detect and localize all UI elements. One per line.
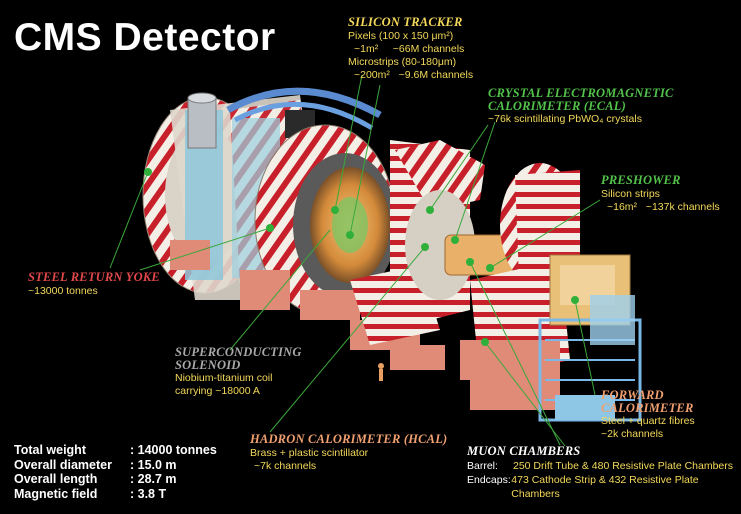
muon-endcaps-value: 473 Cathode Strip & 432 Resistive Plate … (511, 474, 699, 500)
stat-label: Magnetic field (14, 486, 98, 501)
middle-wheel (350, 140, 516, 345)
ecal-desc: ~76k scintillating PbWO₄ crystals (488, 113, 642, 125)
forward-line1: Steel + quartz fibres (601, 415, 695, 427)
muon-endcaps-label: Endcaps: (467, 474, 511, 486)
central-barrel (254, 124, 397, 316)
solenoid-line2: carrying ~18000 A (175, 385, 260, 397)
preshower-line2: ~16m² ~137k channels (607, 201, 720, 213)
solenoid-label: SUPERCONDUCTING SOLENOID Niobium-titaniu… (175, 346, 302, 398)
silicon-tracker-heading: SILICON TRACKER (348, 15, 463, 29)
muon-heading: MUON CHAMBERS (467, 444, 581, 458)
ecal-heading-1: CRYSTAL ELECTROMAGNETIC (488, 86, 674, 100)
stat-label: Total weight (14, 443, 86, 457)
stat-row: Overall diameter : 15.0 m (14, 458, 217, 473)
forward-heading-2: CALORIMETER (601, 401, 694, 415)
ecal-label: CRYSTAL ELECTROMAGNETIC CALORIMETER (ECA… (488, 87, 674, 126)
detector-stats: Total weight : 14000 tonnes Overall diam… (14, 443, 217, 501)
muon-endcaps-row: Endcaps: 473 Cathode Strip & 432 Resisti… (467, 473, 741, 501)
page-title: CMS Detector (14, 16, 276, 59)
muon-barrel-label: Barrel: (467, 460, 498, 472)
solenoid-line1: Niobium-titanium coil (175, 372, 273, 384)
silicon-pixels-stats: ~1m² ~66M channels (354, 43, 465, 55)
stat-value: : 14000 tonnes (130, 443, 217, 457)
muon-chambers-label: MUON CHAMBERS Barrel: 250 Drift Tube & 4… (467, 444, 741, 501)
stat-value: : 15.0 m (130, 457, 177, 472)
preshower-label: PRESHOWER Silicon strips ~16m² ~137k cha… (601, 173, 720, 214)
hcal-line2: ~7k channels (254, 460, 317, 472)
silicon-microstrips: Microstrips (80-180μm) (348, 56, 457, 68)
silicon-microstrips-stats: ~200m² ~9.6M channels (354, 69, 474, 81)
stat-row: Magnetic field : 3.8 T (14, 487, 217, 502)
forward-heading-1: FORWARD (601, 388, 664, 402)
stat-row: Total weight : 14000 tonnes (14, 443, 217, 458)
hcal-line1: Brass + plastic scintillator (250, 447, 369, 459)
forward-calorimeter-platform (538, 254, 642, 422)
silicon-tracker-label: SILICON TRACKER Pixels (100 x 150 μm²) ~… (348, 15, 473, 82)
pointer-dots (144, 168, 579, 346)
preshower-line1: Silicon strips (601, 188, 660, 200)
muon-barrel-row: Barrel: 250 Drift Tube & 480 Resistive P… (467, 459, 741, 473)
person-scale-figure (378, 363, 384, 381)
forward-line2: ~2k channels (601, 428, 664, 440)
hcal-heading: HADRON CALORIMETER (HCAL) (250, 432, 448, 446)
hcal-label: HADRON CALORIMETER (HCAL) Brass + plasti… (250, 432, 447, 473)
yoke-label: STEEL RETURN YOKE ~13000 tonnes (28, 270, 160, 298)
forward-calorimeter-label: FORWARD CALORIMETER Steel + quartz fibre… (601, 389, 695, 441)
silicon-pixels: Pixels (100 x 150 μm²) (348, 30, 454, 42)
solenoid-heading-2: SOLENOID (175, 358, 241, 372)
stat-label: Overall length (14, 472, 98, 486)
stat-value: : 3.8 T (130, 486, 167, 501)
pointer-lines (109, 74, 601, 447)
yoke-desc: ~13000 tonnes (28, 285, 98, 297)
muon-barrel-value: 250 Drift Tube & 480 Resistive Plate Cha… (513, 460, 734, 472)
stat-label: Overall diameter (14, 457, 112, 472)
yoke-heading: STEEL RETURN YOKE (28, 270, 160, 284)
stat-value: : 28.7 m (130, 472, 177, 486)
solenoid-heading-1: SUPERCONDUCTING (175, 345, 302, 359)
stat-row: Overall length : 28.7 m (14, 472, 217, 487)
preshower-heading: PRESHOWER (601, 173, 681, 187)
ecal-heading-2: CALORIMETER (ECAL) (488, 99, 626, 113)
